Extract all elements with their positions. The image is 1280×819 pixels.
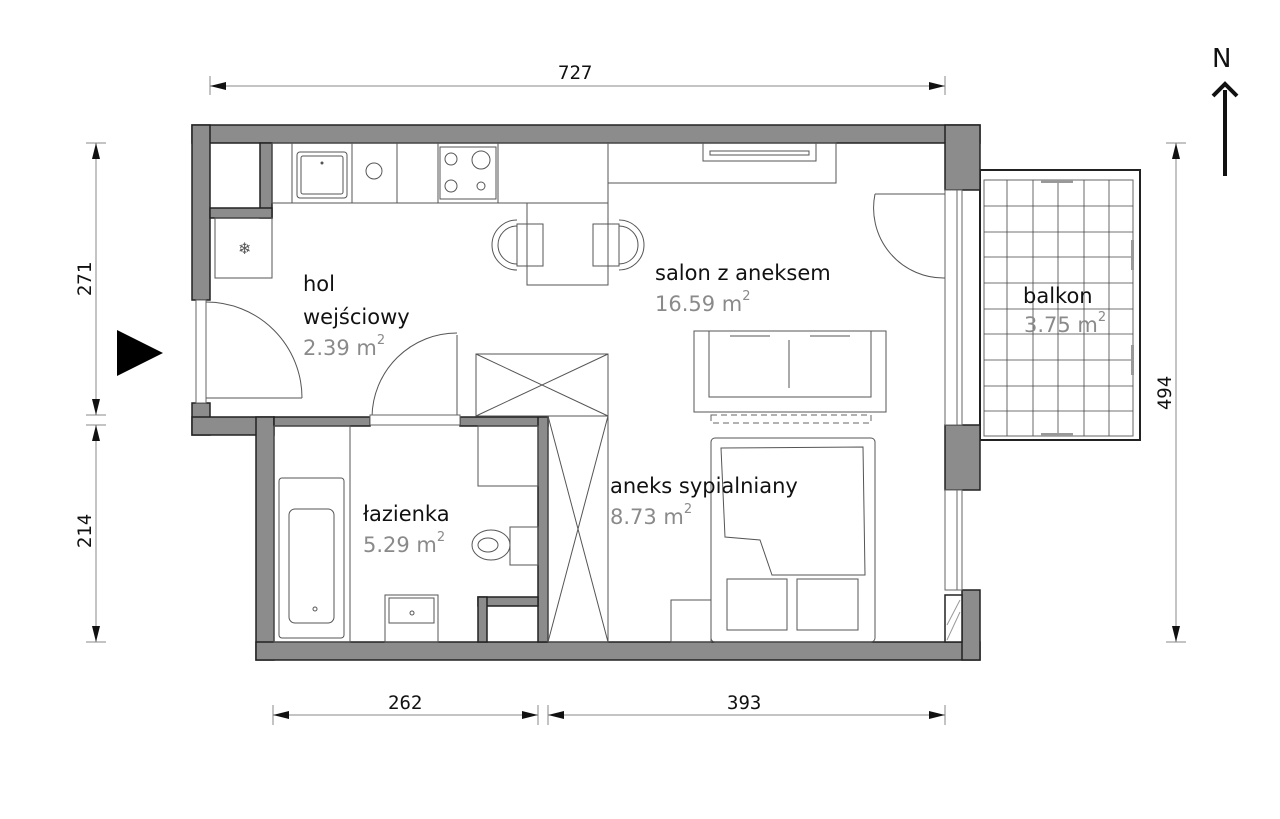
entrance-door — [195, 299, 303, 404]
north-label: N — [1212, 44, 1232, 74]
dimension-left — [86, 142, 106, 643]
snowflake-icon: ❄ — [238, 239, 251, 258]
room-name: aneks sypialniany — [610, 474, 798, 498]
dim-left-lower: 214 — [74, 513, 97, 549]
room-area: 16.59 m2 — [655, 289, 751, 316]
dim-left-upper: 271 — [74, 261, 97, 297]
room-area: 3.75 m2 — [1024, 310, 1107, 337]
north-arrow-icon — [1211, 81, 1239, 176]
room-area: 8.73 m2 — [610, 502, 693, 529]
room-name: salon z aneksem — [655, 261, 831, 285]
entrance-marker-icon — [117, 330, 163, 376]
dimension-top — [209, 76, 946, 95]
room-name: balkon — [1023, 284, 1093, 308]
dim-top-width: 727 — [558, 62, 593, 84]
room-name: hol — [303, 272, 335, 296]
dim-bottom-right: 393 — [727, 692, 762, 714]
wardrobe — [475, 353, 609, 643]
bathroom-fixtures — [273, 425, 539, 643]
dim-bottom-left: 262 — [388, 692, 423, 714]
balcony — [979, 169, 1141, 441]
room-name: łazienka — [363, 502, 450, 526]
room-area: 5.29 m2 — [363, 530, 446, 557]
dim-right-height: 494 — [1154, 375, 1177, 411]
dimension-right — [1166, 142, 1186, 643]
dimension-bottom — [272, 705, 946, 725]
bathroom-door — [369, 332, 461, 426]
room-name-line2: wejściowy — [303, 305, 410, 329]
balcony-door — [873, 193, 946, 279]
sofa — [693, 330, 887, 424]
room-area: 2.39 m2 — [303, 333, 386, 360]
kitchen: ❄ — [214, 142, 837, 286]
walls — [191, 124, 981, 661]
bed — [670, 437, 876, 643]
